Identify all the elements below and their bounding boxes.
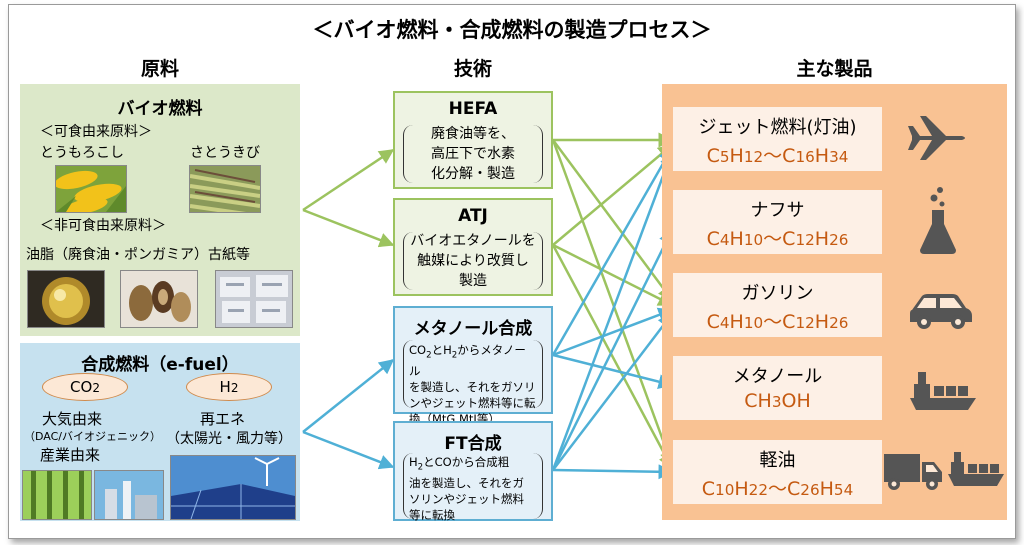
product-formula: C5H12～C16H34	[706, 145, 849, 167]
diagram-title: ＜バイオ燃料・合成燃料の製造プロセス＞	[312, 18, 712, 42]
efuel-title: 合成燃料（e-fuel）	[81, 355, 239, 375]
tech-methanol-line: ンやジェット燃料等に転	[409, 396, 536, 411]
product-name: 軽油	[759, 450, 796, 471]
product-gasoline: ガソリン C4H10～C12H26	[673, 273, 882, 337]
product-name: ガソリン	[741, 283, 814, 304]
tech-hefa-line: 廃食油等を、	[431, 126, 515, 142]
industry-label: 産業由来	[40, 446, 101, 464]
h2-cloud: H2	[186, 373, 272, 401]
product-diesel: 軽油 C10H22～C26H54	[673, 440, 882, 504]
tech-hefa-bracket	[403, 125, 543, 183]
edible-label: ＜可食由来原料＞	[40, 124, 152, 140]
tech-hefa-name: HEFA	[448, 99, 498, 119]
tech-ft-line: H2とCOから合成粗	[409, 455, 510, 473]
cargo-ship-icon	[948, 452, 1004, 486]
tech-hefa-line: 高圧下で水素	[431, 146, 515, 162]
arrow-bio-to-hefa	[302, 148, 395, 212]
column-header-products: 主な製品	[796, 58, 873, 80]
solar-wind-image	[170, 455, 296, 520]
nonedible-label: ＜非可食由来原料＞	[40, 218, 166, 234]
tech-methanol-box: メタノール合成 CO2とH2からメタノール を製造し、それをガソリ ンやジェット…	[393, 306, 553, 426]
dac-label: （DAC/バイオジェニック）	[24, 430, 161, 443]
product-name: メタノール	[732, 366, 823, 387]
product-name: ナフサ	[750, 200, 805, 221]
arrow-ft-to-gasoline	[552, 312, 673, 471]
atmos-label: 大気由来	[42, 410, 103, 428]
tech-methanol-name: メタノール合成	[413, 319, 533, 339]
tech-methanol-line: CO2とH2からメタノール	[409, 343, 526, 379]
truck-icon	[884, 454, 942, 490]
corn-image	[55, 165, 127, 213]
tech-ft-bracket	[403, 453, 543, 519]
factory-image	[94, 470, 164, 520]
arrow-efuel-to-methanol	[302, 359, 395, 433]
tech-hefa-line: 化分解・製造	[431, 166, 515, 182]
tech-atj-box: ATJ バイオエタノールを 触媒により改質し 製造	[393, 198, 553, 296]
renew-label: 再エネ	[200, 410, 246, 428]
product-formula: C4H10～C12H26	[706, 228, 849, 250]
ship-icon	[910, 372, 976, 410]
product-formula: C10H22～C26H54	[701, 478, 854, 500]
tech-hefa-box: HEFA 廃食油等を、 高圧下で水素 化分解・製造	[393, 91, 553, 189]
tech-atj-bracket	[403, 232, 543, 290]
sugarcane-image	[189, 165, 261, 213]
arrow-ft-to-diesel	[552, 464, 674, 480]
tech-ft-line: ソリンやジェット燃料	[409, 492, 524, 507]
arrow-efuel-to-ft	[302, 430, 395, 470]
tech-atj-desc: バイオエタノールを 触媒により改質し 製造	[409, 231, 537, 291]
product-formula: C4H10～C12H26	[706, 311, 849, 333]
product-name: ジェット燃料(灯油)	[698, 117, 857, 138]
arrow-bio-to-atj	[302, 208, 395, 248]
tech-atj-line: バイオエタノールを	[410, 233, 536, 249]
arrow-methanol-to-methanol	[552, 353, 674, 389]
arrow-hefa-to-diesel	[551, 139, 675, 467]
arrow-ft-to-naphtha	[551, 228, 674, 471]
arrow-ft-to-jet	[551, 150, 675, 471]
tech-ft-line: 等に転換	[409, 508, 455, 523]
tech-ft-line: 油を製造し、それをガ	[409, 476, 524, 491]
tech-methanol-bracket	[403, 340, 543, 408]
product-jet-fuel: ジェット燃料(灯油) C5H12～C16H34	[673, 107, 882, 171]
corn-label: とうもろこし	[40, 145, 124, 161]
product-methanol: メタノール CH3OH	[673, 356, 882, 420]
tech-ft-name: FT合成	[444, 434, 502, 454]
forest-image	[22, 470, 92, 520]
product-formula: CH3OH	[744, 390, 811, 412]
tech-atj-line: 製造	[459, 273, 487, 289]
bio-fuel-title: バイオ燃料	[117, 99, 203, 119]
tech-methanol-desc: CO2とH2からメタノール を製造し、それをガソリ ンやジェット燃料等に転 換（…	[409, 342, 537, 427]
airplane-icon	[908, 116, 965, 160]
flask-icon	[920, 187, 956, 254]
column-header-raw: 原料	[140, 58, 179, 80]
tech-methanol-line: を製造し、それをガソリ	[409, 380, 536, 395]
co2-cloud: CO2	[42, 373, 128, 401]
renew-sub-label: （太陽光・風力等）	[166, 431, 292, 447]
car-icon	[910, 294, 972, 329]
tech-hefa-desc: 廃食油等を、 高圧下で水素 化分解・製造	[409, 124, 537, 184]
arrow-methanol-to-jet	[551, 146, 674, 356]
column-header-tech: 技術	[453, 58, 492, 80]
tech-ft-desc: H2とCOから合成粗 油を製造し、それをガ ソリンやジェット燃料 等に転換	[409, 454, 537, 523]
arrow-methanol-to-gasoline	[552, 307, 674, 357]
arrow-hefa-to-gasoline	[551, 139, 674, 302]
tech-ft-box: FT合成 H2とCOから合成粗 油を製造し、それをガ ソリンやジェット燃料 等に…	[393, 421, 553, 523]
tech-atj-name: ATJ	[458, 206, 488, 226]
sugarcane-label: さとうきび	[190, 145, 260, 161]
tech-atj-line: 触媒により改質し	[417, 253, 529, 269]
arrow-atj-to-diesel	[551, 244, 674, 470]
arrow-atj-to-jet	[552, 144, 674, 246]
oils-label: 油脂（廃食油・ポンガミア）古紙等	[26, 247, 250, 263]
waste-paper-image	[215, 270, 293, 328]
product-naphtha: ナフサ C4H10～C12H26	[673, 190, 882, 254]
arrow-atj-to-gasoline	[552, 243, 674, 307]
waste-oil-image	[27, 270, 105, 328]
pongamia-image	[120, 270, 198, 328]
